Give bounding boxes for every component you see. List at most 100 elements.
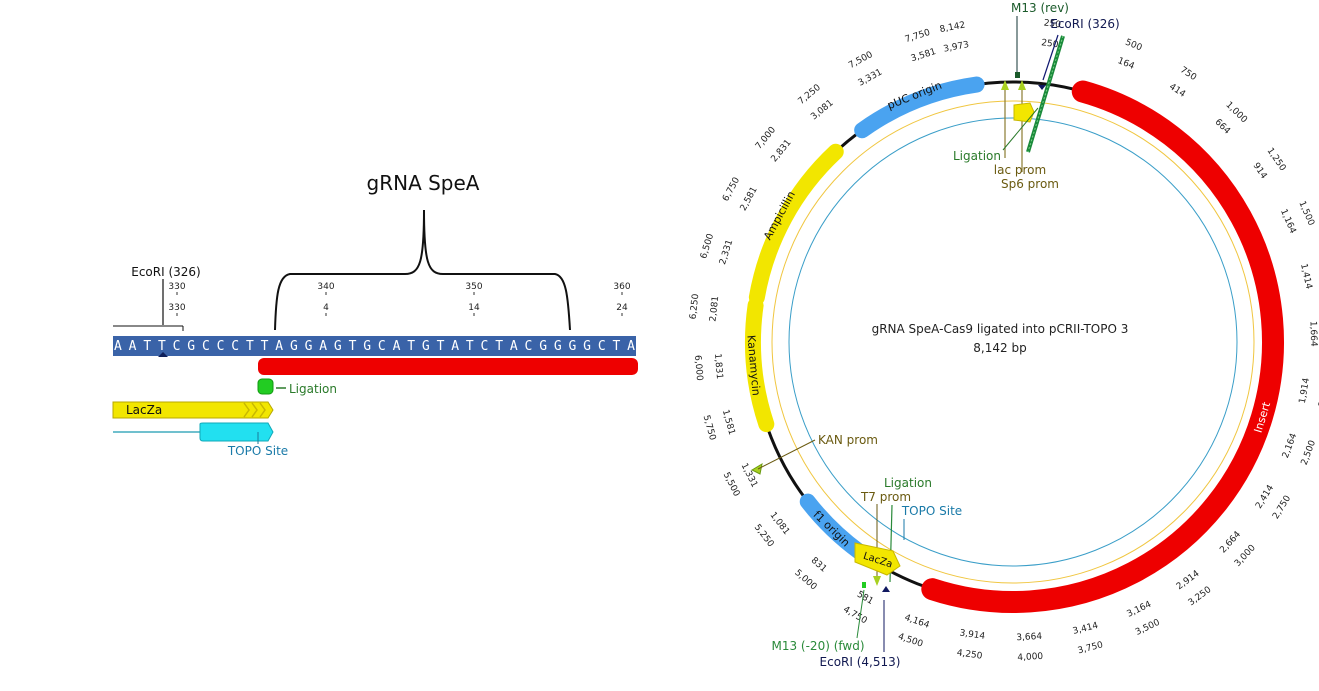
tick-outer-label: 6,000	[692, 355, 704, 382]
tick-inner-label: 3,331	[857, 68, 884, 89]
m13-rev-primer-icon[interactable]	[1015, 72, 1020, 78]
tick-inner-label: 664	[1213, 117, 1232, 136]
ecori-top-cut-icon	[1038, 85, 1046, 90]
ruler-tick-marks	[176, 292, 623, 316]
ruler-bottom-tick: 24	[616, 303, 628, 313]
ecori-bottom-cut-icon	[882, 586, 890, 592]
ruler-top-tick: 340	[317, 282, 334, 292]
tick-outer-label: 250	[1043, 18, 1062, 30]
lac-prom-label: lac prom	[994, 163, 1046, 177]
tick-outer-label: 5,000	[792, 568, 818, 593]
feature-puc-origin[interactable]	[854, 76, 985, 139]
lacza-bottom-feature[interactable]	[854, 542, 901, 576]
tick-inner-label: 1,164	[1278, 208, 1298, 236]
tick-outer-label: 8,142	[939, 20, 966, 35]
t7-prom-arrow-icon[interactable]	[873, 576, 881, 586]
ruler-bottom-tick: 330	[168, 303, 185, 313]
ruler-top-tick: 350	[465, 282, 482, 292]
tick-outer-label: 750	[1178, 65, 1198, 83]
m13-rev-label: M13 (rev)	[1011, 1, 1069, 15]
plasmid-size: 8,142 bp	[973, 341, 1026, 355]
lacza-direction-chevrons	[243, 402, 266, 418]
ligation-bottom-label: Ligation	[884, 476, 932, 490]
feature-label: f1 origin	[811, 508, 853, 549]
tick-inner-label: 3,581	[910, 47, 938, 64]
tick-outer-label: 7,250	[797, 83, 823, 107]
ligation-feature[interactable]	[257, 378, 274, 395]
kan-prom-leader	[757, 439, 816, 470]
ligation-top-leader	[1002, 107, 1039, 151]
tick-inner-label: 2,581	[739, 185, 760, 212]
feature-label: Kanamycin	[744, 335, 762, 397]
feature-ampicillin[interactable]	[748, 143, 844, 306]
ruler: 330 340 350 360 330 4 14 24	[168, 282, 631, 316]
topo-site-label: TOPO Site	[227, 444, 288, 458]
tick-inner-label: 1,081	[767, 510, 791, 536]
tick-inner-label: 1,414	[1298, 263, 1313, 291]
tick-inner-label: 414	[1167, 82, 1187, 100]
tick-outer-label: 5,750	[701, 414, 718, 442]
ecori-top-label: EcoRI (326)	[1050, 17, 1119, 31]
m13-fwd-primer-icon[interactable]	[862, 582, 866, 588]
m13-fwd-label: M13 (-20) (fwd)	[771, 639, 864, 653]
tick-inner-label: 2,831	[769, 138, 793, 164]
tick-inner-label: 831	[809, 556, 829, 575]
plasmid-title: gRNA SpeA-Cas9 ligated into pCRII-TOPO 3	[872, 322, 1129, 336]
t7-prom-label: T7 prom	[860, 490, 911, 504]
tick-outer-label: 2,500	[1300, 439, 1318, 467]
ruler-top-tick: 360	[613, 282, 630, 292]
tick-inner-label: 3,164	[1125, 600, 1153, 620]
tick-outer-label: 4,250	[956, 648, 983, 661]
ecori-site-label: EcoRI (326)	[131, 265, 200, 279]
grna-title: gRNA SpeA	[367, 171, 480, 195]
insert-feature-bar[interactable]	[258, 358, 638, 375]
tick-outer-label: 7,750	[904, 28, 932, 45]
ligation-label: Ligation	[289, 382, 337, 396]
tick-inner-label: 2,164	[1281, 432, 1299, 460]
tick-outer-label: 500	[1124, 38, 1144, 54]
ruler-bottom-tick: 4	[323, 303, 329, 313]
lacza-top-feature[interactable]	[1013, 102, 1035, 123]
tick-outer-label: 1,000	[1223, 100, 1249, 125]
tick-outer-label: 1,250	[1265, 146, 1288, 173]
ecori-bottom-label: EcoRI (4,513)	[820, 655, 901, 669]
lacza-feature[interactable]	[112, 401, 274, 419]
tick-outer-label: 6,500	[699, 232, 716, 260]
tick-outer-label: 4,750	[841, 605, 869, 627]
ecori-top-leader	[1042, 34, 1059, 81]
ligation-top-dash	[1027, 35, 1064, 153]
tick-outer-label: 7,500	[847, 50, 875, 71]
kan-prom-label: KAN prom	[818, 433, 878, 447]
linear-view: gRNA SpeA EcoRI (326) 330 340 350 360 33…	[112, 171, 638, 458]
sp6-prom-arrow-icon[interactable]	[1018, 80, 1026, 90]
topo-site-feature[interactable]	[199, 422, 274, 442]
sp6-prom-label: Sp6 prom	[1001, 177, 1059, 191]
tick-inner-label: 2,081	[708, 295, 721, 322]
tick-inner-label: 1,331	[739, 462, 760, 490]
lacza-label: LacZa	[126, 403, 162, 417]
tick-outer-label: 7,000	[754, 125, 778, 151]
inner-topo-ring	[788, 117, 1238, 567]
tick-inner-label: 3,081	[809, 98, 835, 122]
tick-outer-label: 3,250	[1187, 585, 1214, 608]
tick-inner-label: 3,664	[1016, 632, 1043, 643]
tick-inner-label: 1,831	[712, 353, 724, 379]
kan-prom-arrow-icon[interactable]	[750, 462, 763, 475]
tick-inner-label: 2,664	[1218, 529, 1243, 555]
tick-inner-label: 1,914	[1298, 377, 1312, 404]
ligation-top-label: Ligation	[953, 149, 1001, 163]
inner-orf-ring	[771, 100, 1255, 584]
tick-outer-label: 3,750	[1077, 640, 1105, 656]
tick-inner-label: 3,414	[1072, 621, 1100, 637]
tick-outer-label: 5,500	[721, 471, 742, 499]
feature-kanamycin[interactable]	[745, 297, 775, 433]
tick-inner-label: 1,581	[720, 409, 737, 437]
tick-inner-label: 4,164	[903, 613, 931, 631]
tick-inner-label: 914	[1251, 161, 1269, 181]
lac-prom-arrow-icon[interactable]	[1001, 80, 1009, 90]
tick-inner-label: 164	[1116, 56, 1136, 72]
tick-inner-label: 3,973	[943, 40, 970, 55]
feature-insert[interactable]	[921, 80, 1284, 613]
